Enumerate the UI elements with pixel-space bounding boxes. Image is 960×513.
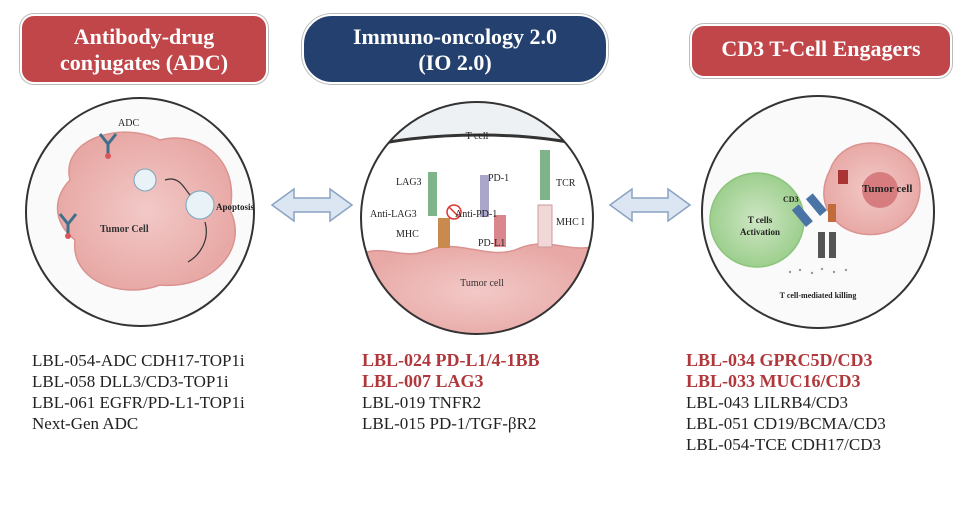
lag3-receptor [428,172,437,216]
adc-header-line1: Antibody-drug [73,24,215,49]
io-pipeline-list: LBL-024 PD-L1/4-1BB LBL-007 LAG3 LBL-019… [362,350,540,434]
anti-lag3-label: Anti-LAG3 [370,209,417,220]
activation-label: Activation [740,227,780,237]
io-tumor-region [361,242,593,334]
payload-dot [105,153,111,159]
double-arrow-icon [608,187,692,223]
adc-label: ADC [118,118,139,129]
adc-tumor-label: Tumor Cell [100,224,149,235]
cd3-label: CD3 [783,195,799,204]
list-item: LBL-051 CD19/BCMA/CD3 [686,414,886,433]
list-item: LBL-058 DLL3/CD3-TOP1i [32,372,229,391]
list-item: LBL-054-TCE CDH17/CD3 [686,435,882,454]
t-cell-label: T cell [466,131,489,142]
cd3-tumor-label: Tumor cell [862,183,912,195]
pathway-arrow [164,178,191,196]
pd1-label: PD-1 [488,173,509,184]
mhc1-label: MHC I [556,217,585,228]
io-diagram: T cell LAG3 PD-1 TCR Anti-LAG3 Anti-PD-1… [360,101,594,335]
anti-pd1-label: Anti-PD-1 [455,209,497,220]
io-header-line1: Immuno-oncology 2.0 [352,24,558,49]
adc-pipeline-list: LBL-054-ADC CDH17-TOP1i LBL-058 DLL3/CD3… [32,350,245,434]
adc-header-line2: conjugates (ADC) [59,50,229,75]
pathway-arrow [187,221,207,263]
io-tumor-label: Tumor cell [460,278,504,289]
bispecific-antibody-icon [791,170,848,258]
list-item-highlight: LBL-033 MUC16/CD3 [686,371,861,391]
double-arrow-icon [270,187,354,223]
mhc-molecule [438,218,450,248]
killing-label: T cell-mediated killing [780,291,857,300]
list-item-highlight: LBL-024 PD-L1/4-1BB [362,350,540,370]
block-icon [448,206,460,218]
io-circle [360,101,594,335]
cd3-header-label: CD3 T-Cell Engagers [721,36,921,61]
mhc1-molecule [537,204,553,248]
tcr-label: TCR [556,178,576,189]
apoptosis-vesicle [185,190,215,220]
list-item: LBL-043 LILRB4/CD3 [686,393,848,412]
t-cells-label: T cells [748,215,773,225]
lag3-label: LAG3 [396,177,422,188]
adc-diagram: ADC Tumor Cell Apoptosis [25,97,255,327]
list-item-highlight: LBL-007 LAG3 [362,371,484,391]
pdl1-molecule [494,215,506,247]
payload-dot [65,233,71,239]
mhc-label: MHC [396,229,419,240]
tcr-receptor [540,150,550,200]
tumor-nucleus [862,172,898,208]
list-item: LBL-019 TNFR2 [362,393,482,412]
debris-dots [788,267,848,275]
io-header: Immuno-oncology 2.0 (IO 2.0) [302,14,608,84]
block-icon [446,204,462,220]
list-item-highlight: LBL-034 GPRC5D/CD3 [686,350,873,370]
list-item: LBL-015 PD-1/TGF-βR2 [362,414,537,433]
cd3-diagram: CD3 Tumor cell T cells Activation T cell… [701,95,935,329]
cd3-pipeline-list: LBL-034 GPRC5D/CD3 LBL-033 MUC16/CD3 LBL… [686,350,886,455]
apoptosis-label: Apoptosis [216,202,255,212]
adc-tumor-cell-shape [56,131,236,291]
list-item: LBL-061 EGFR/PD-L1-TOP1i [32,393,245,412]
pdl1-label: PD-L1 [478,238,505,249]
endosome-icon [133,168,157,192]
list-item: Next-Gen ADC [32,414,139,433]
io-header-line2: (IO 2.0) [418,50,492,75]
list-item: LBL-054-ADC CDH17-TOP1i [32,351,245,370]
pd1-receptor [480,175,489,217]
adc-header: Antibody-drug conjugates (ADC) [20,14,268,84]
cd3-header: CD3 T-Cell Engagers [690,24,952,78]
